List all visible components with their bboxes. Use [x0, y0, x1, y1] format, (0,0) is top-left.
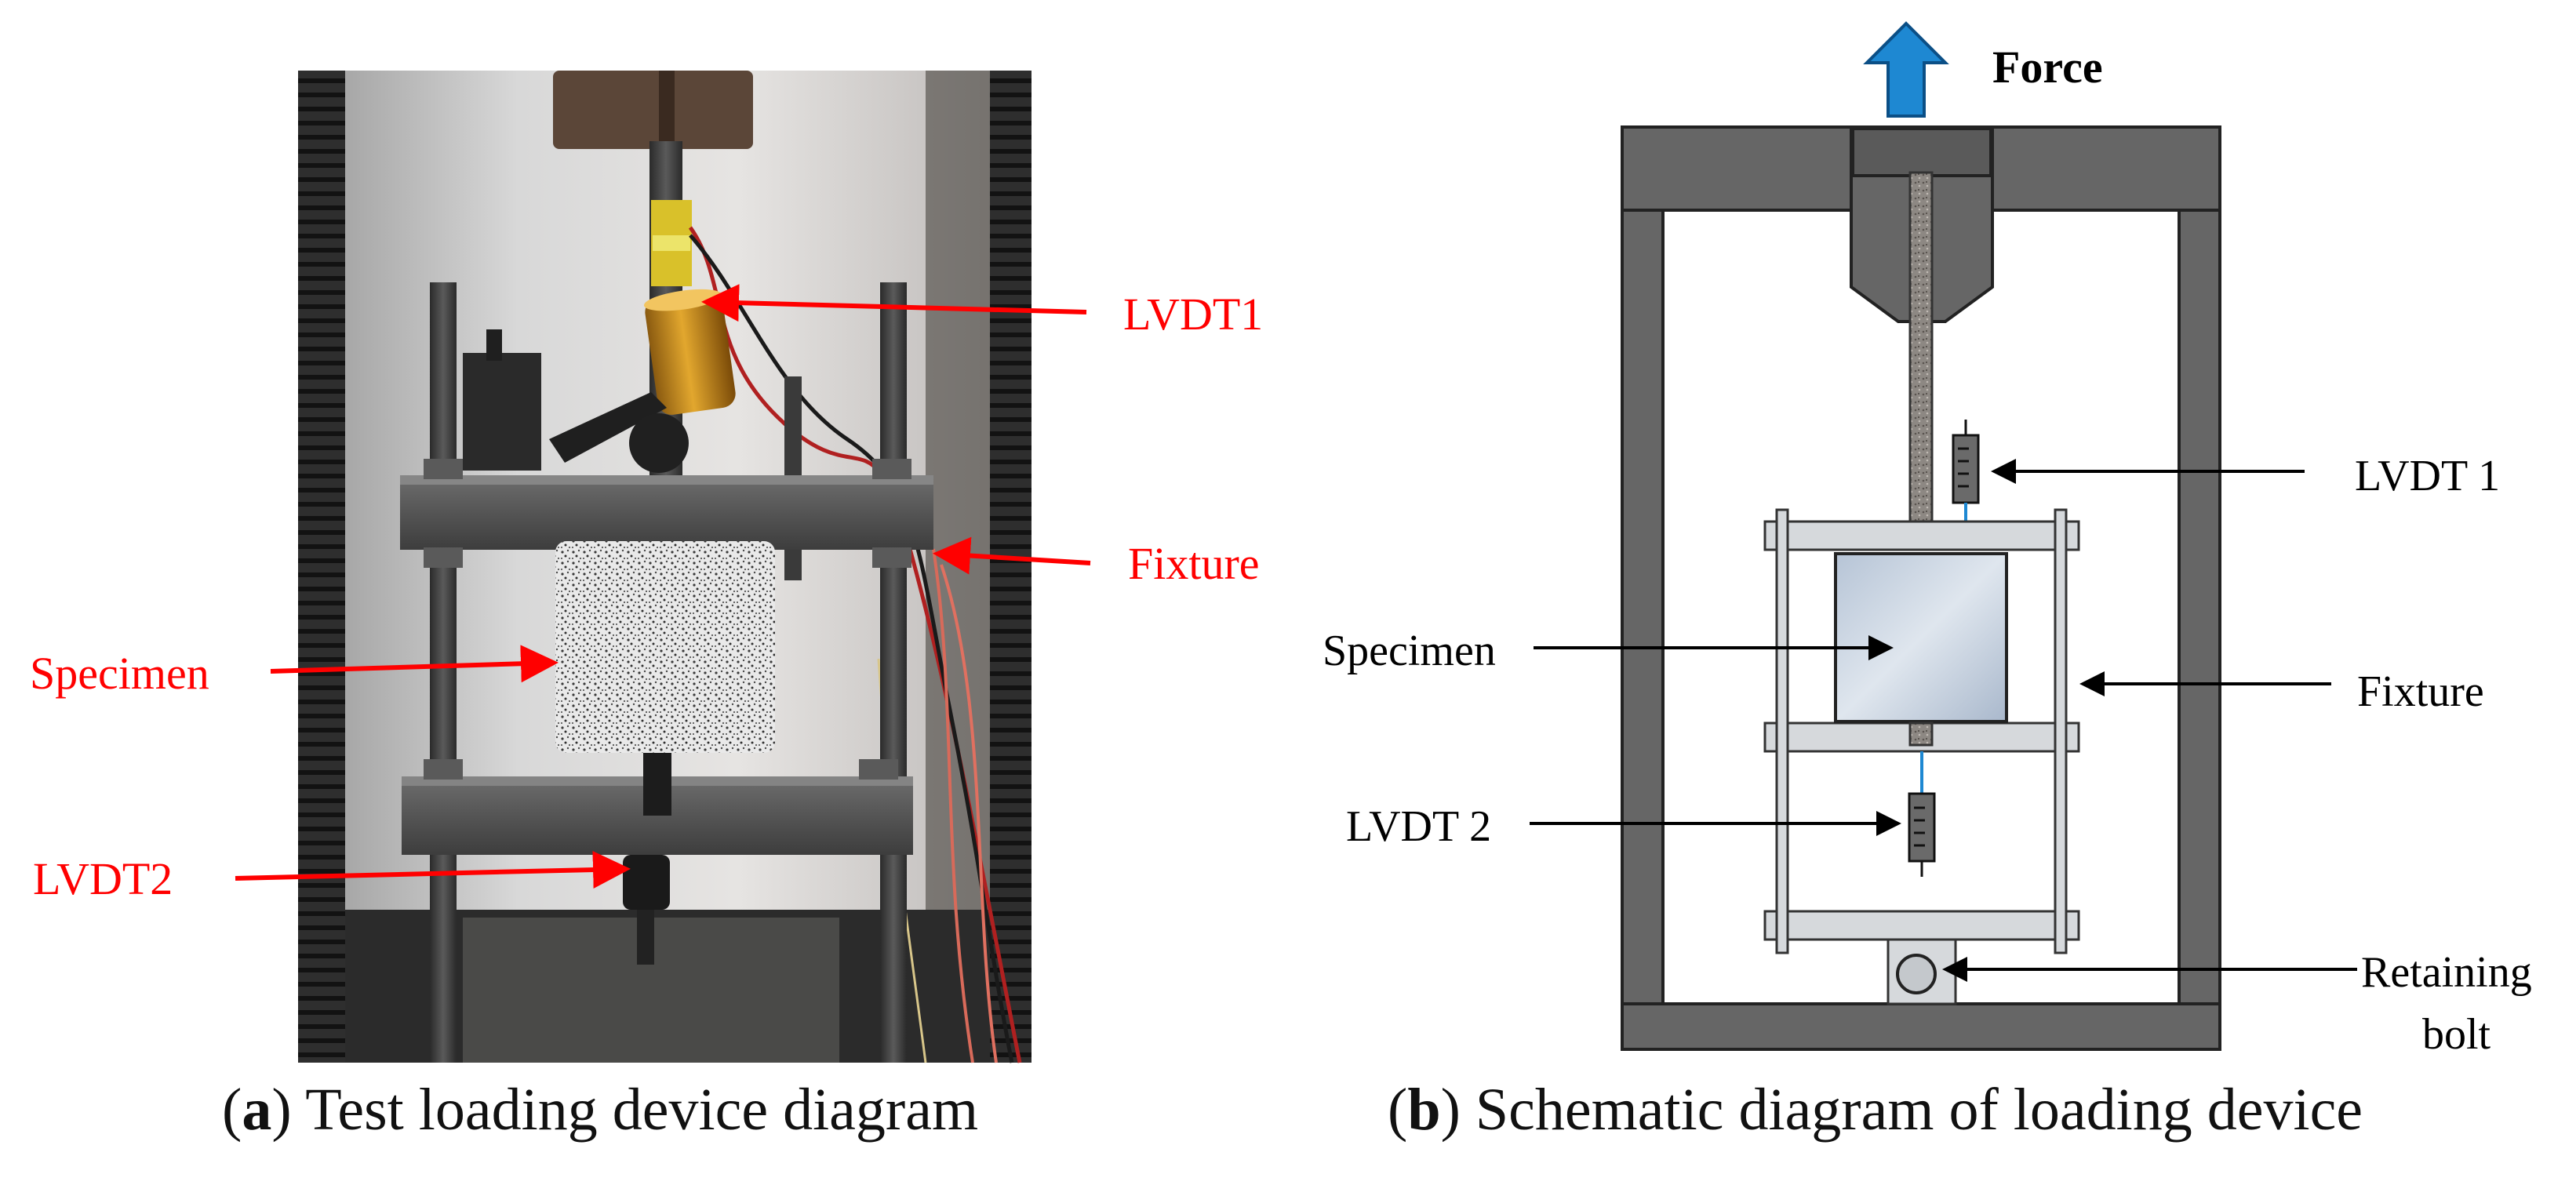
label-lvdt2: LVDT2 [33, 853, 173, 904]
caption-b-text: Schematic diagram of loading device [1475, 1077, 2363, 1143]
force-label: Force [1992, 42, 2103, 93]
lvdt1-arrow [701, 284, 1087, 322]
label-fixture: Fixture [1128, 538, 1260, 589]
retaining-bolt-icon [1887, 938, 1957, 1005]
panel-b-schematic: Force [1318, 0, 2576, 1185]
lvdt2-arrow [235, 851, 631, 889]
caption-b: (b) Schematic diagram of loading device [1388, 1077, 2363, 1143]
label-bolt: bolt [2422, 1010, 2491, 1059]
specimen-block [1834, 552, 2008, 723]
panel-a-photo: LVDT1 Fixture Specimen LVDT2 (a) Test lo… [30, 71, 1263, 1143]
specimen-arrow [270, 645, 558, 683]
fixture-arrow [933, 536, 1091, 575]
caption-b-letter: b [1407, 1077, 1441, 1143]
lvdt2-icon [1908, 751, 1936, 877]
lvdt1-icon [1933, 420, 1980, 543]
label-fixture-b: Fixture [2357, 667, 2484, 716]
photo-illustration [298, 71, 1031, 1063]
label-specimen: Specimen [30, 648, 209, 699]
caption-a-letter: a [242, 1077, 272, 1143]
caption-a: (a) Test loading device diagram [222, 1077, 979, 1143]
label-lvdt-1: LVDT 1 [2355, 452, 2500, 500]
label-retaining: Retaining [2361, 948, 2532, 997]
pull-rod [1908, 171, 1934, 551]
force-arrow-icon [1863, 21, 1949, 118]
label-specimen-b: Specimen [1323, 627, 1496, 675]
photo-annotation-arrows: LVDT1 Fixture Specimen LVDT2 [30, 284, 1263, 904]
label-lvdt-2: LVDT 2 [1346, 802, 1491, 851]
schematic-diagram: Force [1323, 21, 2532, 1059]
label-lvdt1: LVDT1 [1123, 289, 1263, 340]
caption-a-text: Test loading device diagram [305, 1077, 979, 1143]
